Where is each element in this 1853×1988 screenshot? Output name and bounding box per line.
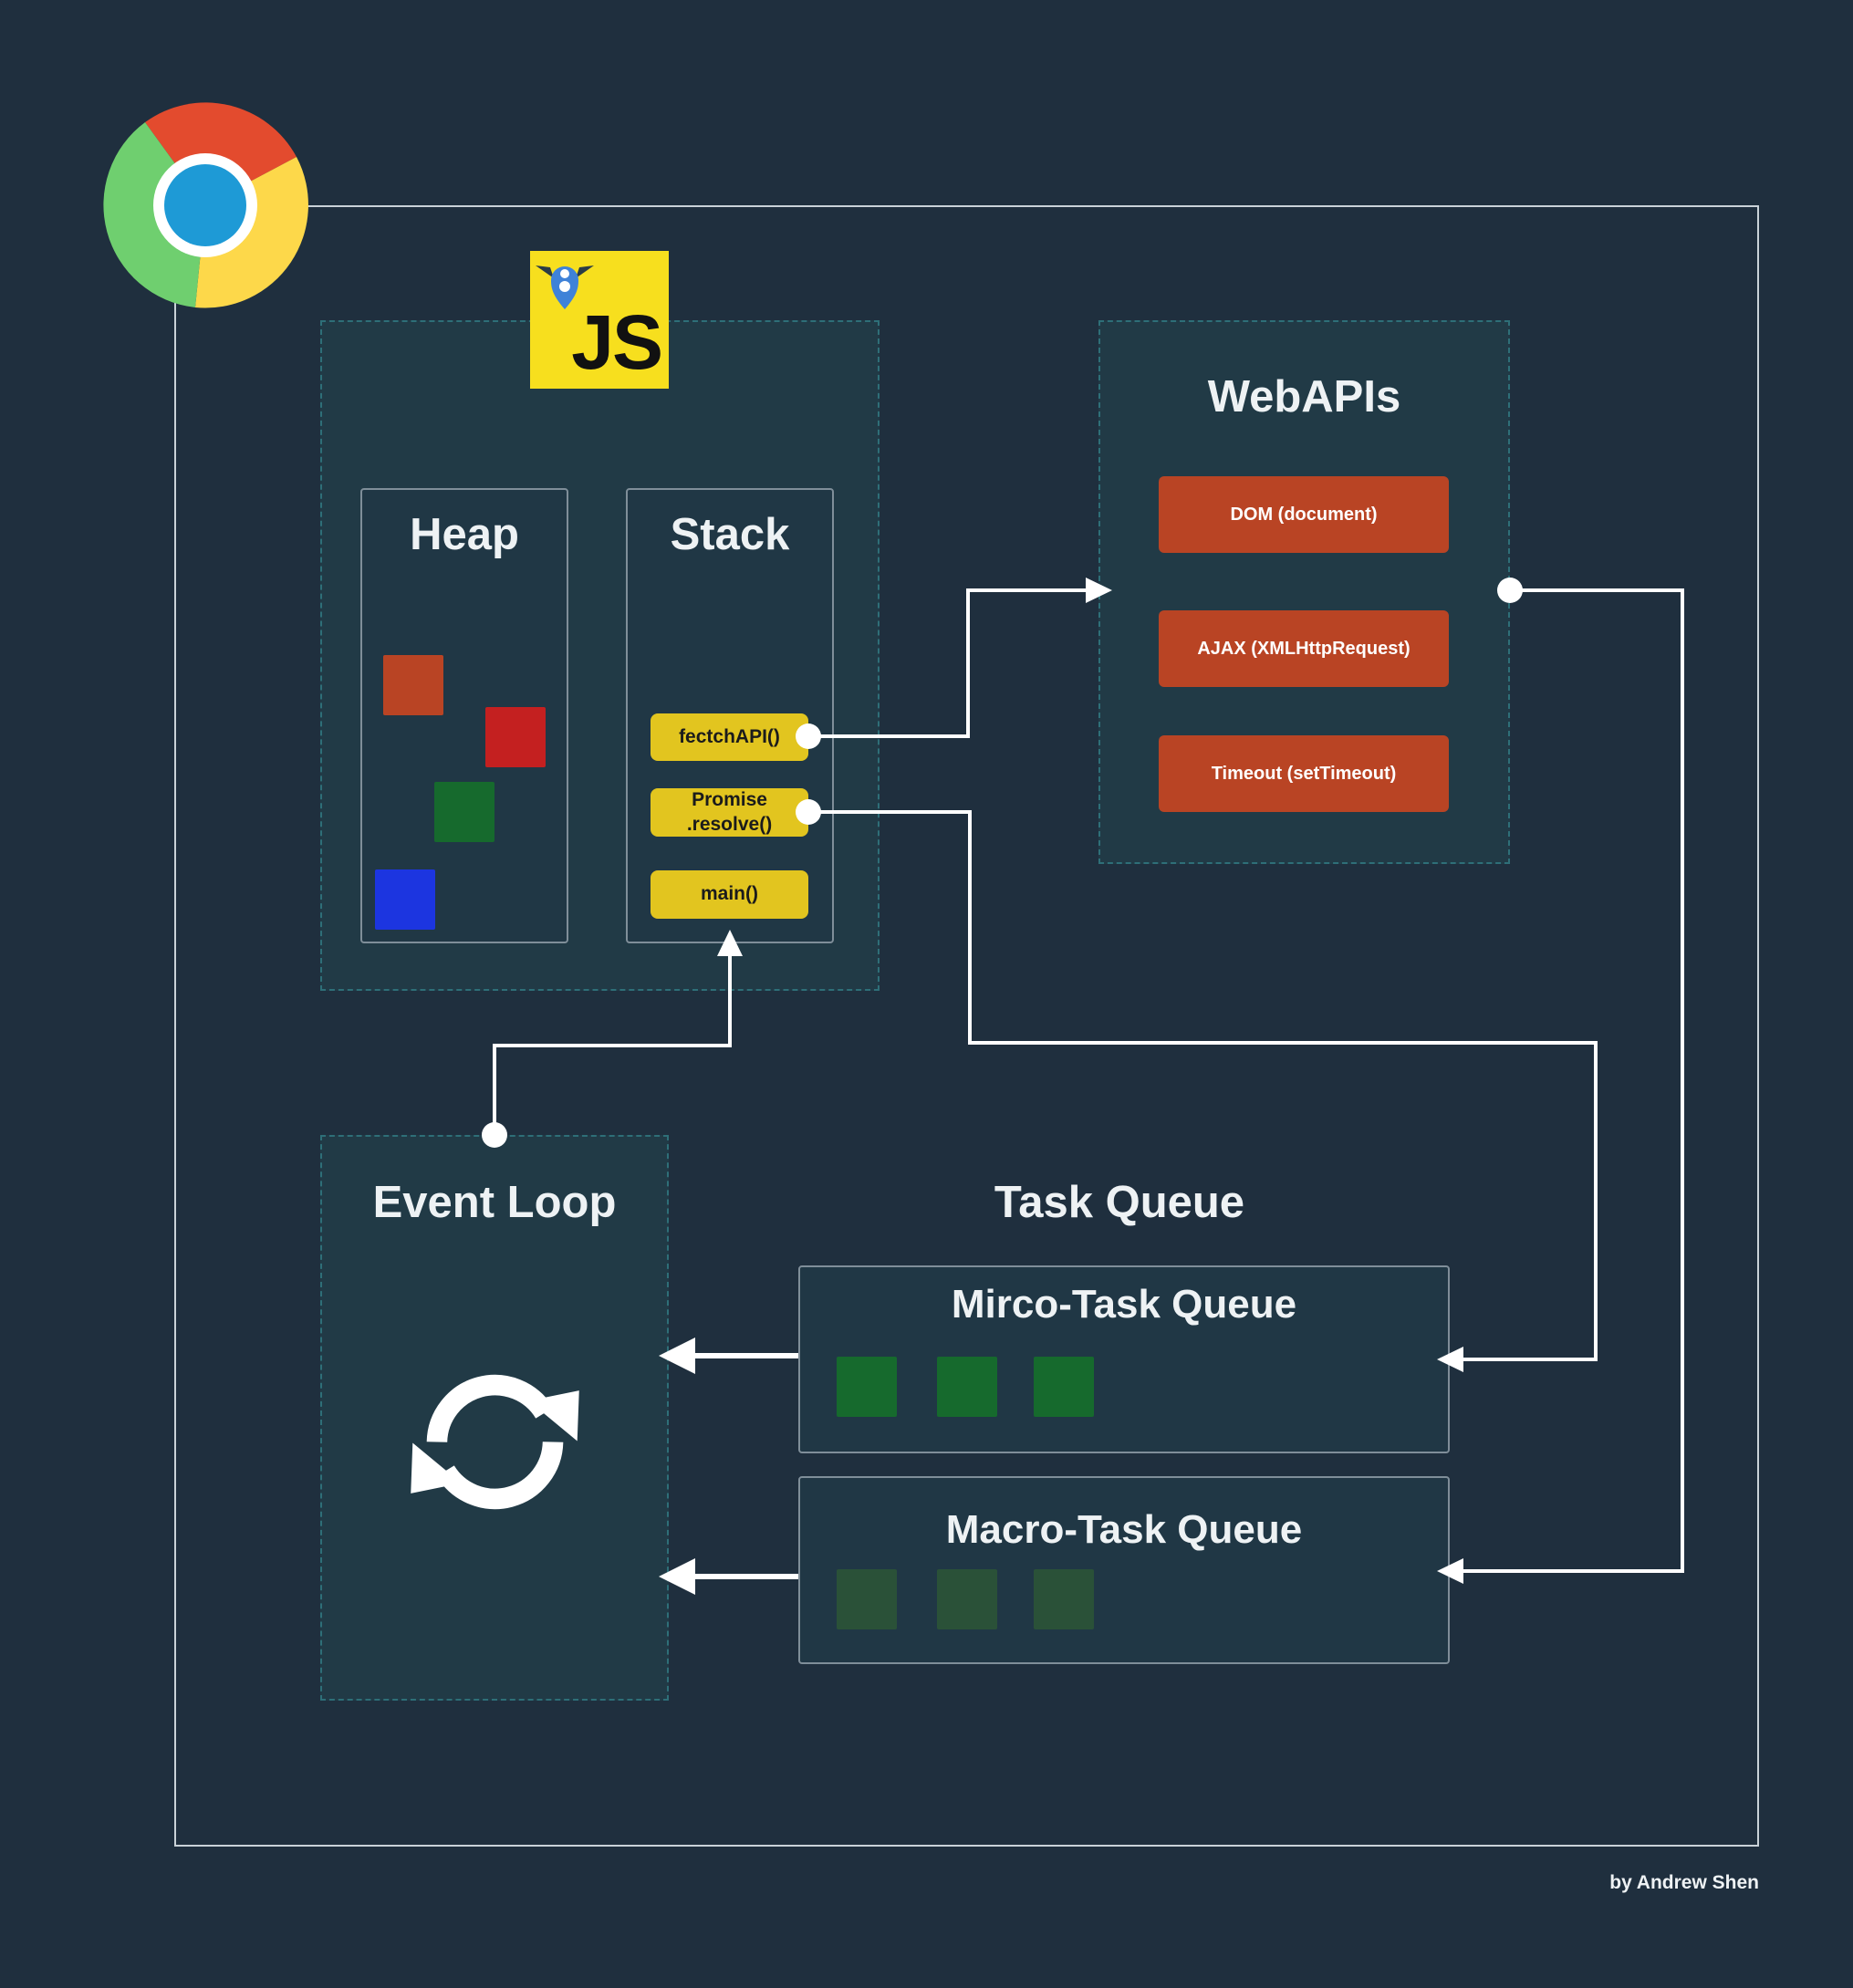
macro-task-item (837, 1569, 897, 1629)
connector-dot (796, 799, 821, 825)
micro-task-item (937, 1357, 997, 1417)
arrowhead-microtask (1437, 1347, 1463, 1372)
macro-task-queue-title: Macro-Task Queue (945, 1507, 1303, 1552)
js-logo-text: JS (571, 299, 663, 385)
connector-eventloop-to-stack (493, 952, 732, 1135)
v8-badge-icon (536, 265, 594, 309)
macro-task-item (937, 1569, 997, 1629)
webapi-label: DOM (document) (1230, 504, 1378, 525)
stack-frame-label: fectchAPI() (679, 725, 780, 747)
connector-promise-to-microtask (808, 810, 1598, 1361)
browser-frame (174, 205, 1759, 1847)
micro-task-queue-title: Mirco-Task Queue (951, 1282, 1297, 1327)
webapi-dom: DOM (document) (1159, 476, 1449, 553)
connector-dot (1497, 578, 1523, 603)
micro-task-queue-panel (798, 1265, 1450, 1453)
chrome-logo-icon (103, 102, 308, 308)
arrowhead-webapis (1086, 578, 1112, 603)
heap-object (434, 782, 494, 842)
refresh-cycle-icon (411, 1374, 579, 1510)
stack-title: Stack (670, 510, 790, 559)
stack-frame-main: main() (651, 870, 808, 919)
stack-frame-promise-resolve: Promise .resolve() (651, 788, 808, 837)
author-credit: by Andrew Shen (1609, 1872, 1759, 1893)
macro-task-item (1034, 1569, 1094, 1629)
webapi-ajax: AJAX (XMLHttpRequest) (1159, 610, 1449, 687)
webapi-label: Timeout (setTimeout) (1211, 763, 1397, 784)
connector-stack-to-webapis (808, 588, 1086, 738)
micro-task-item (1034, 1357, 1094, 1417)
heap-object (383, 655, 443, 715)
webapi-label: AJAX (XMLHttpRequest) (1197, 638, 1411, 659)
heap-object (485, 707, 546, 767)
stack-frame-label: .resolve() (686, 813, 773, 835)
macro-task-queue-panel (798, 1476, 1450, 1664)
micro-task-item (837, 1357, 897, 1417)
arrowhead-macrotask (1437, 1558, 1463, 1584)
arrowhead-stack (717, 930, 743, 956)
arrowhead-eventloop-macro (659, 1558, 695, 1595)
connector-dot (482, 1122, 507, 1148)
stack-frame-label: Promise (692, 789, 767, 811)
webapis-title: WebAPIs (1207, 372, 1401, 422)
task-queue-title: Task Queue (994, 1178, 1245, 1227)
connector-dot (796, 723, 821, 749)
stack-frame-fetchapi: fectchAPI() (651, 713, 808, 761)
event-loop-title: Event Loop (372, 1178, 617, 1227)
event-loop-zone (320, 1135, 669, 1701)
heap-title: Heap (410, 510, 519, 559)
arrowhead-eventloop-micro (659, 1337, 695, 1374)
stack-frame-label: main() (701, 883, 758, 905)
heap-object (375, 869, 435, 930)
connector-webapis-to-macrotask (1463, 588, 1684, 1573)
js-logo: JS (530, 251, 669, 389)
webapi-timeout: Timeout (setTimeout) (1159, 735, 1449, 812)
